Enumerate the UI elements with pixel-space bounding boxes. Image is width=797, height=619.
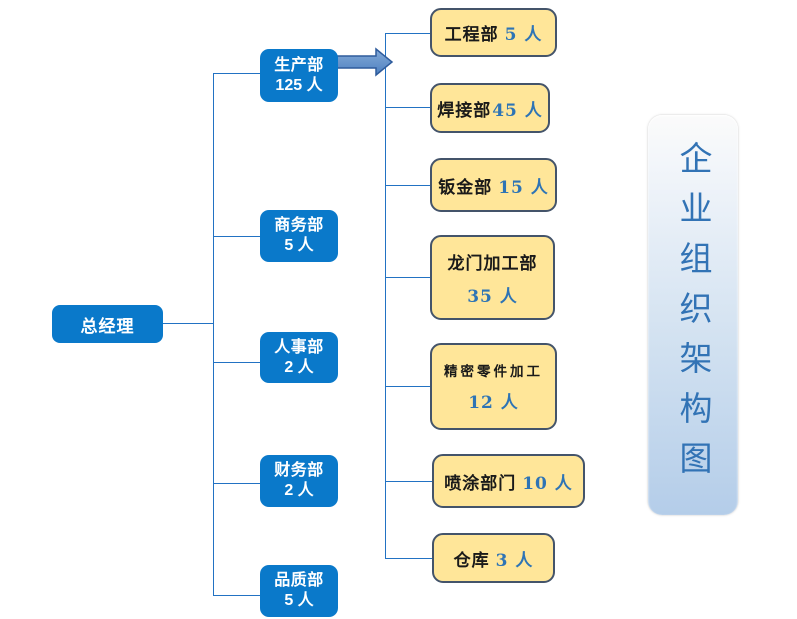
connector-stub-sub-4: [385, 386, 430, 387]
sub-count: 15 人: [498, 177, 549, 198]
org-node-business-dept[interactable]: 商务部 5 人: [260, 210, 338, 262]
org-node-general-manager[interactable]: 总经理: [52, 305, 163, 343]
dept-name: 人事部: [274, 338, 324, 356]
org-node-gantry-machining-dept[interactable]: 龙门加工部 35 人: [430, 235, 555, 320]
sub-name: 钣金部: [438, 177, 493, 198]
sub-name: 喷涂部门: [444, 473, 517, 494]
dept-count: 5 人: [284, 592, 314, 609]
sub-name: 精密零件加工: [444, 364, 543, 380]
connector-stub-sub-3: [385, 277, 430, 278]
org-node-engineering-dept[interactable]: 工程部 5 人: [430, 8, 557, 57]
connector-stub-dept-2: [213, 362, 260, 363]
dept-name: 生产部: [274, 56, 324, 74]
sub-name: 仓库: [453, 550, 490, 571]
connector-right-trunk: [385, 33, 386, 558]
connector-stub-dept-0: [213, 73, 260, 74]
sub-count: 12 人: [468, 393, 519, 413]
dept-count: 5 人: [284, 237, 314, 254]
org-node-finance-dept[interactable]: 财务部 2 人: [260, 455, 338, 507]
connector-stub-sub-2: [385, 185, 430, 186]
dept-name: 商务部: [274, 217, 324, 234]
connector-stub-dept-1: [213, 236, 260, 237]
sub-name: 龙门加工部: [447, 253, 538, 274]
connector-left-trunk: [213, 73, 214, 595]
chart-title: 企业组织架构图: [674, 141, 713, 491]
connector-stub-sub-6: [385, 558, 432, 559]
org-node-warehouse[interactable]: 仓库 3 人: [432, 533, 555, 583]
org-node-welding-dept[interactable]: 焊接部 45 人: [430, 83, 550, 133]
connector-stub-dept-4: [213, 595, 260, 596]
connector-stub-dept-3: [213, 483, 260, 484]
org-node-quality-dept[interactable]: 品质部 5 人: [260, 565, 338, 617]
dept-count: 125 人: [275, 76, 323, 94]
sub-count: 3 人: [495, 550, 534, 571]
connector-stub-sub-0: [385, 33, 430, 34]
sub-count: 5 人: [504, 25, 543, 45]
org-node-production-dept[interactable]: 生产部 125 人: [260, 49, 338, 102]
dept-name: 财务部: [274, 462, 324, 479]
connector-stub-sub-1: [385, 107, 430, 108]
dept-name: 品质部: [274, 572, 324, 589]
org-node-precision-parts-dept[interactable]: 精密零件加工 12 人: [430, 343, 557, 430]
block-arrow-icon: [336, 47, 394, 77]
org-node-label: 总经理: [80, 316, 135, 336]
sub-name: 焊接部: [437, 100, 492, 121]
sub-count: 35 人: [467, 286, 518, 307]
dept-count: 2 人: [284, 482, 314, 499]
connector-stub-sub-5: [385, 481, 432, 482]
dept-count: 2 人: [284, 358, 314, 376]
connector-root-to-trunk: [163, 323, 213, 324]
chart-title-banner[interactable]: 企业组织架构图: [648, 115, 738, 515]
org-node-painting-dept[interactable]: 喷涂部门 10 人: [432, 454, 585, 508]
sub-count: 10 人: [522, 473, 573, 494]
org-node-hr-dept[interactable]: 人事部 2 人: [260, 332, 338, 383]
org-node-sheet-metal-dept[interactable]: 钣金部 15 人: [430, 158, 557, 212]
sub-name: 工程部: [444, 25, 499, 45]
sub-count: 45 人: [492, 100, 543, 121]
